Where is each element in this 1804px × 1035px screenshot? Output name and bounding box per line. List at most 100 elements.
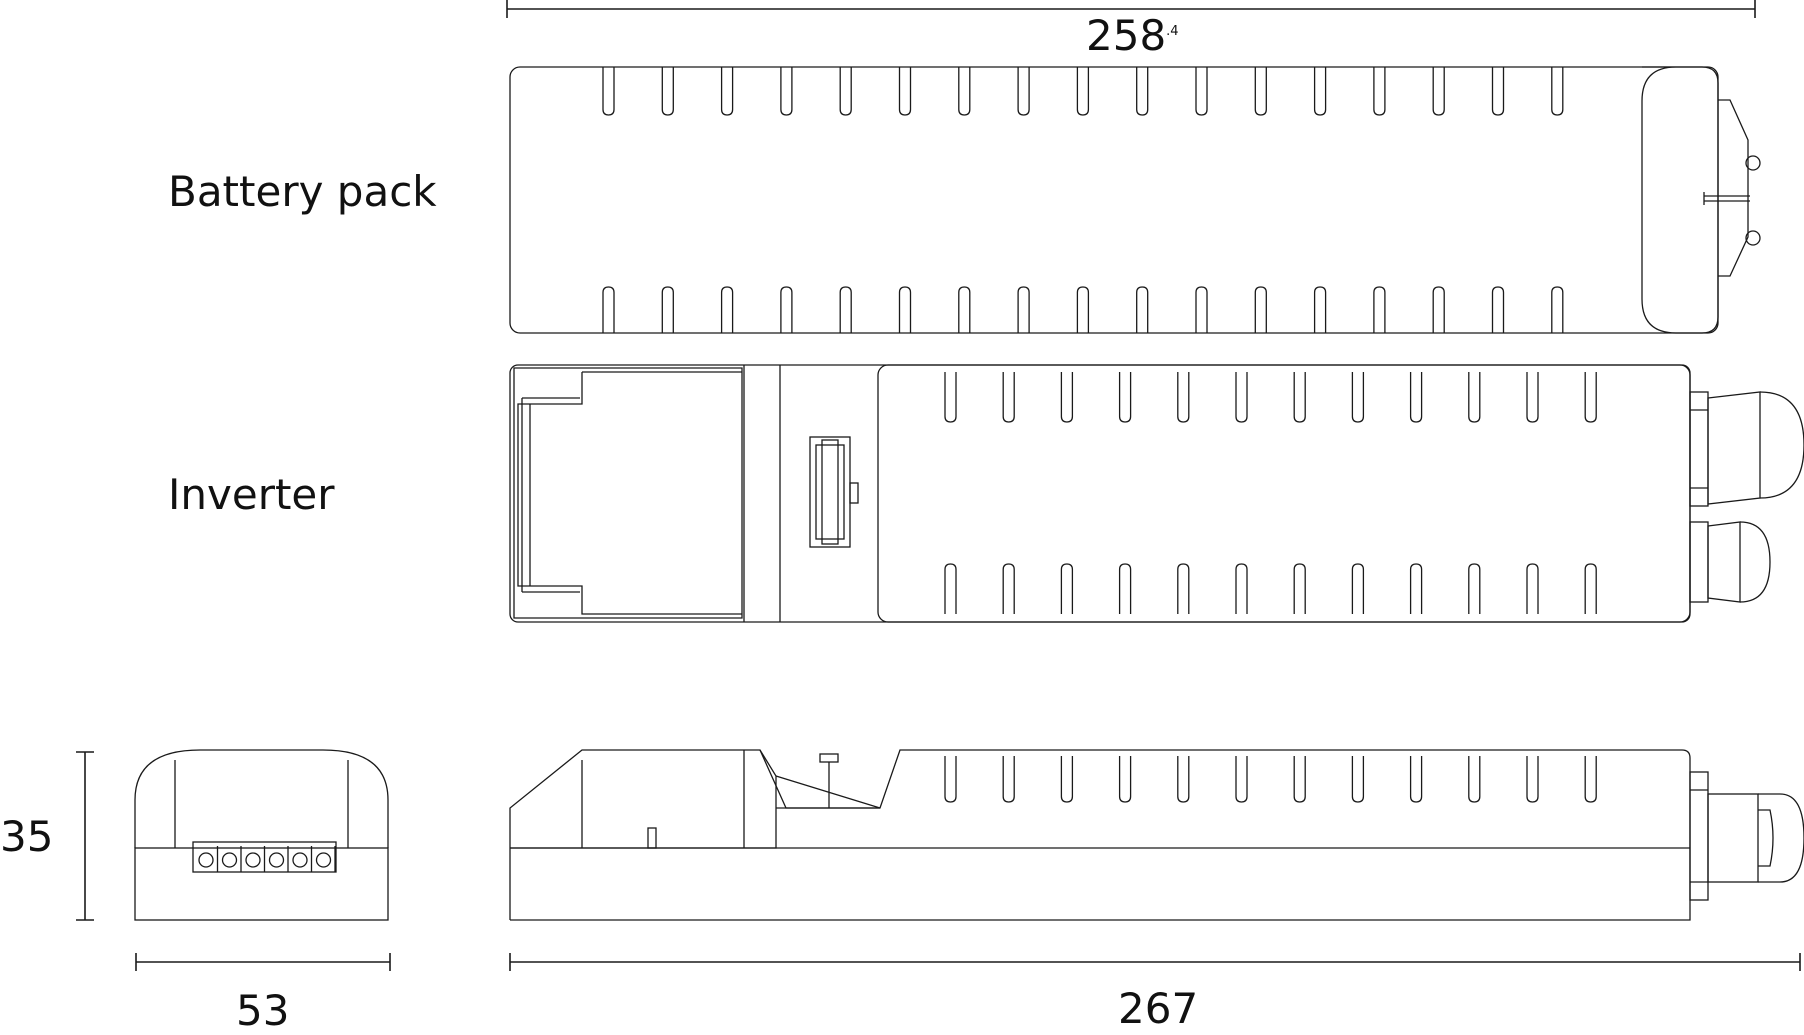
side-slot (1468, 756, 1481, 803)
terminal-hole (292, 852, 308, 868)
battery-slot (1076, 286, 1090, 333)
side-slot (1409, 756, 1423, 803)
side-cable-gland (1689, 771, 1804, 901)
inverter-slot (1351, 372, 1365, 423)
terminal-block (198, 846, 336, 872)
side-slot (1526, 756, 1539, 803)
battery-slot (1432, 67, 1445, 116)
battery-slot (1136, 286, 1149, 333)
battery-slot (1313, 67, 1327, 116)
inverter-drawing (509, 364, 1804, 623)
dimension-line-end-width (135, 953, 391, 971)
top-width-dimension: 258.4 (1086, 15, 1179, 57)
inverter-slot (1351, 563, 1365, 614)
battery-slot (602, 286, 615, 333)
battery-slot (898, 286, 912, 333)
battery-slot (1373, 286, 1386, 333)
inverter-slot (1177, 372, 1190, 423)
battery-slot (780, 286, 793, 333)
inverter-slot (1584, 563, 1597, 614)
inverter-slot (1235, 372, 1248, 423)
side-slot (1177, 756, 1190, 803)
battery-slot (958, 286, 971, 333)
side-slot (1584, 756, 1597, 803)
terminal-hole (198, 852, 214, 868)
battery-slot (1491, 286, 1505, 333)
dimension-line-bottom (509, 953, 1801, 971)
side-slot (944, 756, 957, 803)
terminal-hole (245, 852, 261, 868)
side-slots (944, 756, 1597, 803)
terminal-hole (268, 852, 285, 868)
battery-slot (720, 286, 734, 333)
bottom-width-dimension: 267 (1118, 984, 1199, 1033)
battery-slot (1195, 67, 1208, 116)
dimension-line-top (506, 0, 1756, 18)
terminal-hole (315, 852, 332, 868)
end-width-dimension: 53 (236, 986, 290, 1035)
inverter-slot (944, 372, 957, 423)
cable-gland-upper (1689, 391, 1804, 507)
battery-slot (661, 67, 674, 116)
battery-slot (1373, 67, 1386, 116)
side-view-drawing (509, 749, 1804, 921)
inverter-slot (1526, 372, 1539, 423)
battery-slot (958, 67, 971, 116)
battery-slot (661, 286, 674, 333)
inverter-slot (1002, 563, 1015, 614)
top-width-superscript: .4 (1166, 24, 1179, 39)
battery-slot (1017, 286, 1030, 333)
inverter-slot (1293, 563, 1306, 614)
inverter-slot (1118, 563, 1132, 614)
inverter-slot (1118, 372, 1132, 423)
side-slot (1060, 756, 1074, 803)
inverter-slot (1002, 372, 1015, 423)
inverter-slot (1060, 372, 1074, 423)
inverter-label: Inverter (168, 470, 335, 519)
dimension-line-height (76, 751, 94, 921)
battery-slot (1076, 67, 1090, 116)
battery-slot (1254, 67, 1267, 116)
inverter-slot (1526, 563, 1539, 614)
battery-slot (839, 67, 852, 116)
side-slot (1002, 756, 1015, 803)
battery-slot (1551, 286, 1564, 333)
terminal-hole (221, 852, 238, 868)
battery-pack-label: Battery pack (168, 167, 437, 216)
side-slot (1235, 756, 1248, 803)
inverter-slot (1468, 563, 1481, 614)
battery-slot (839, 286, 852, 333)
battery-slot (1136, 67, 1149, 116)
side-slot (1118, 756, 1132, 803)
inverter-slots-top (944, 372, 1597, 423)
battery-slot (1254, 286, 1267, 333)
inverter-slot (1060, 563, 1074, 614)
battery-pack-drawing (509, 66, 1761, 334)
inverter-slot (944, 563, 957, 614)
top-width-value: 258 (1086, 11, 1167, 60)
battery-slot (898, 67, 912, 116)
side-slot (1351, 756, 1365, 803)
battery-slot (1551, 67, 1564, 116)
battery-slots-bottom (602, 286, 1564, 333)
height-dimension: 35 (0, 812, 54, 861)
battery-slot (1195, 286, 1208, 333)
inverter-slot (1235, 563, 1248, 614)
side-slot (1293, 756, 1306, 803)
inverter-slot (1468, 372, 1481, 423)
battery-slot (602, 67, 615, 116)
battery-slot (720, 67, 734, 116)
inverter-slot (1177, 563, 1190, 614)
battery-slot (1313, 286, 1327, 333)
inverter-slot (1584, 372, 1597, 423)
end-view-drawing (134, 749, 389, 921)
inverter-slot (1409, 372, 1423, 423)
battery-slots-top (602, 67, 1564, 116)
inverter-slots-bottom (944, 563, 1597, 614)
inverter-slot (1293, 372, 1306, 423)
battery-slot (780, 67, 793, 116)
battery-slot (1491, 67, 1505, 116)
battery-slot (1432, 286, 1445, 333)
cable-gland-lower (1689, 521, 1771, 603)
